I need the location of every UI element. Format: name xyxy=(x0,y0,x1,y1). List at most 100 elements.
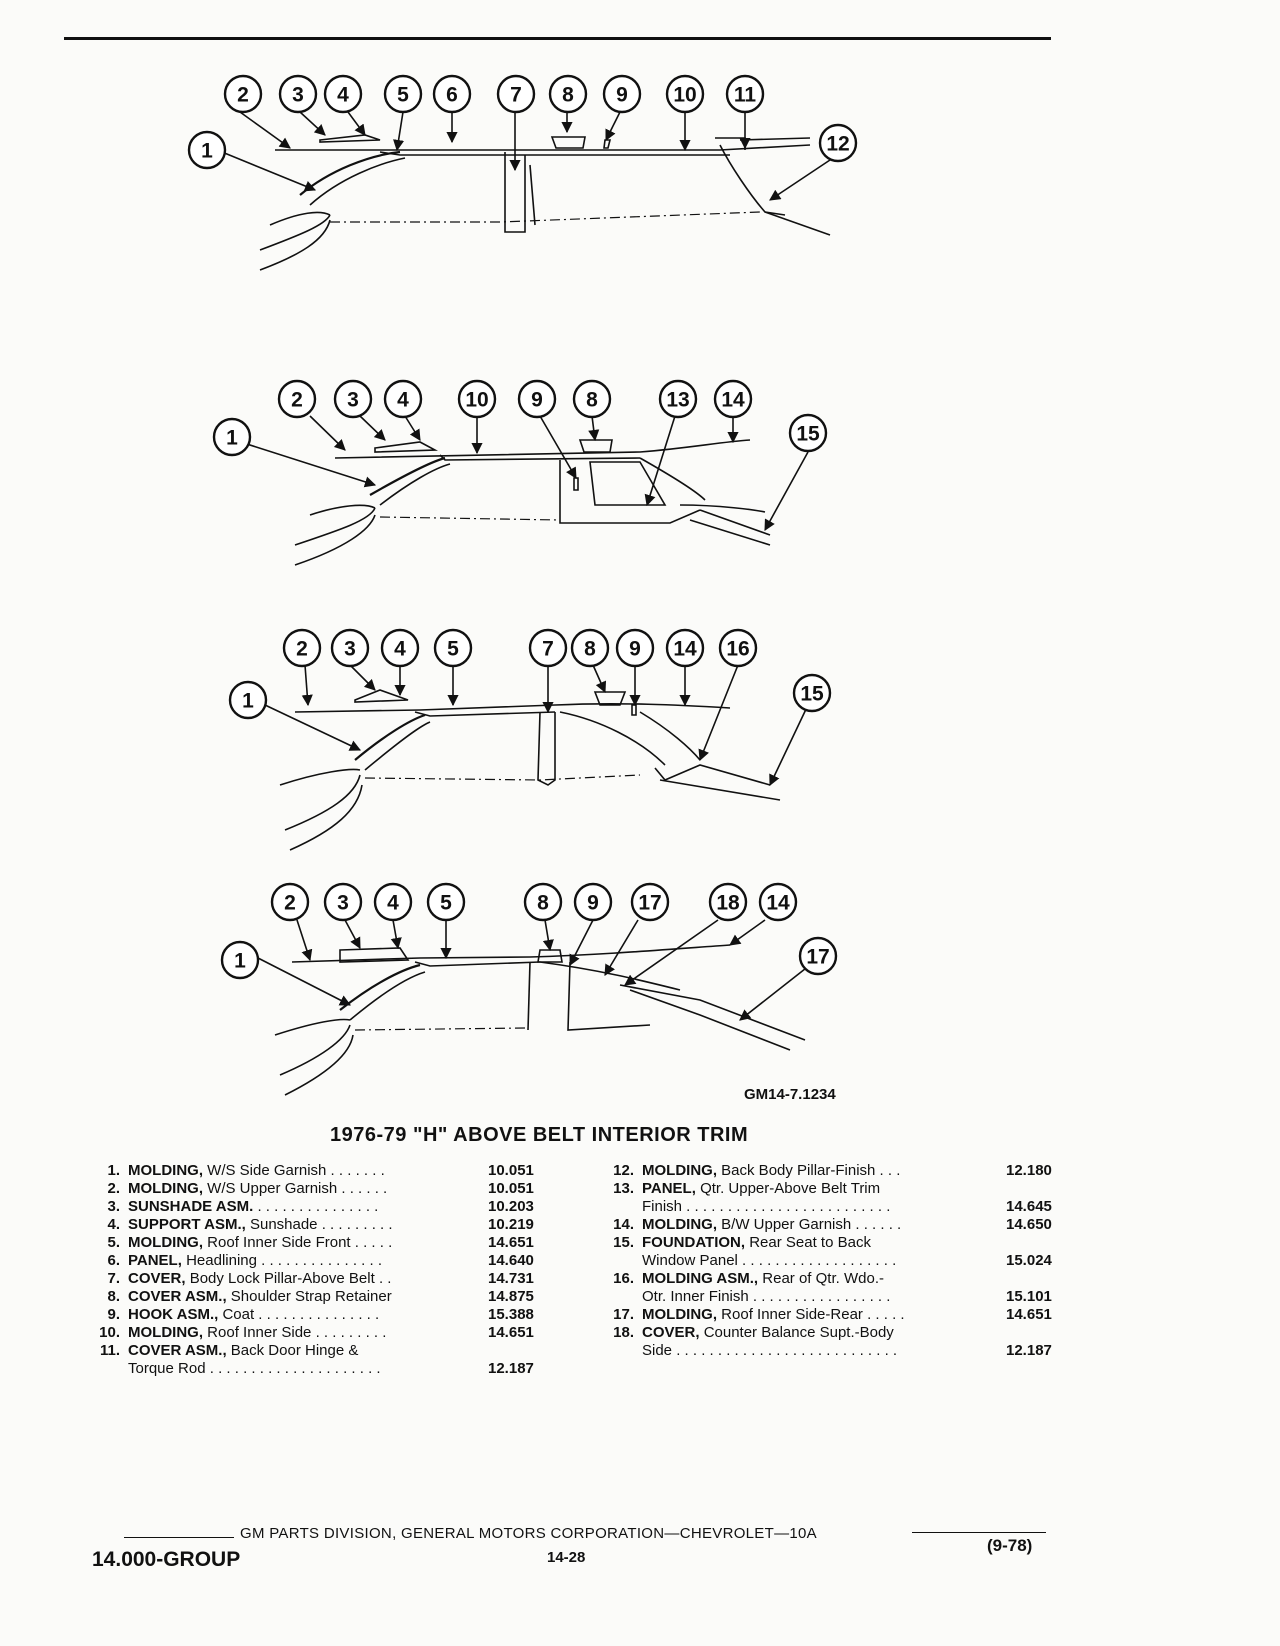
legend-leader-dots: . . . . . . . . . . . . . . . . . xyxy=(748,1288,891,1305)
legend-part-name: HOOK ASM., xyxy=(128,1306,219,1323)
callout-badge: 4 xyxy=(373,882,413,922)
legend-description: Otr. Inner Finish . . . . . . . . . . . … xyxy=(642,1288,890,1306)
legend-leader-dots: . . . . . . . . . . . . . . . . . . . . … xyxy=(682,1198,891,1215)
legend-number: 6. xyxy=(107,1252,120,1269)
callout-badge: 5 xyxy=(426,882,466,922)
legend-description: PANEL, Qtr. Upper-Above Belt Trim xyxy=(642,1180,880,1198)
svg-text:16: 16 xyxy=(726,638,749,661)
callout-badge: 1 xyxy=(187,130,227,170)
legend-row: Finish . . . . . . . . . . . . . . . . .… xyxy=(598,1198,1078,1216)
legend-part-name: COVER ASM., xyxy=(128,1288,227,1305)
callout-badge: 14 xyxy=(758,882,798,922)
view-4-body xyxy=(274,944,806,1096)
legend-description: HOOK ASM., Coat . . . . . . . . . . . . … xyxy=(128,1306,379,1324)
callout-badge: 5 xyxy=(433,628,473,668)
legend-part-name: SUNSHADE ASM. xyxy=(128,1198,254,1215)
svg-text:9: 9 xyxy=(587,892,599,915)
callout-badge: 15 xyxy=(788,413,828,453)
legend-group-number: 14.731 xyxy=(488,1270,534,1287)
legend-group-number: 10.203 xyxy=(488,1198,534,1215)
legend-detail: Finish xyxy=(642,1198,683,1215)
legend-description: COVER, Body Lock Pillar-Above Belt . . xyxy=(128,1270,391,1288)
legend-part-name: PANEL, xyxy=(128,1252,182,1269)
callout-badge: 10 xyxy=(457,379,497,419)
legend-part-name: SUPPORT ASM., xyxy=(128,1216,246,1233)
view-2-body xyxy=(294,439,771,566)
legend-description: MOLDING, Roof Inner Side Front . . . . . xyxy=(128,1234,392,1252)
legend-description: MOLDING, B/W Upper Garnish . . . . . . xyxy=(642,1216,901,1234)
svg-text:4: 4 xyxy=(397,389,409,412)
legend-detail: B/W Upper Garnish xyxy=(721,1216,852,1233)
legend-detail: W/S Side Garnish xyxy=(207,1162,327,1179)
legend-number: 18. xyxy=(613,1324,634,1341)
svg-text:6: 6 xyxy=(446,84,458,107)
legend-number: 17. xyxy=(613,1306,634,1323)
callout-badge: 14 xyxy=(713,379,753,419)
legend-detail: Torque Rod xyxy=(128,1360,206,1377)
legend-detail: Rear of Qtr. Wdo.- xyxy=(762,1270,884,1287)
callout-badge: 7 xyxy=(496,74,536,114)
callout-badge: 16 xyxy=(718,628,758,668)
svg-text:2: 2 xyxy=(237,84,249,107)
svg-text:4: 4 xyxy=(337,84,349,107)
legend-detail: Roof Inner Side-Rear xyxy=(721,1306,863,1323)
svg-text:1: 1 xyxy=(234,950,246,973)
page-number: 14-28 xyxy=(547,1549,586,1566)
legend-row: 2.MOLDING, W/S Upper Garnish . . . . . .… xyxy=(84,1180,554,1198)
svg-text:3: 3 xyxy=(337,892,349,915)
footer-division: GM PARTS DIVISION, GENERAL MOTORS CORPOR… xyxy=(240,1525,817,1542)
footer-rule-right xyxy=(912,1532,1046,1533)
legend-part-name: MOLDING, xyxy=(128,1234,203,1251)
legend-part-name: COVER ASM., xyxy=(128,1342,227,1359)
legend-group-number: 12.187 xyxy=(1006,1342,1052,1359)
callout-badge: 8 xyxy=(570,628,610,668)
svg-text:3: 3 xyxy=(344,638,356,661)
svg-text:14: 14 xyxy=(766,892,790,915)
svg-text:10: 10 xyxy=(465,389,488,412)
legend-leader-dots: . . . . . . . . . . . . . . . . . . . xyxy=(737,1252,897,1269)
legend-part-name: MOLDING ASM., xyxy=(642,1270,759,1287)
view-4-leaders xyxy=(257,919,811,1021)
callout-badge: 17 xyxy=(630,882,670,922)
svg-text:14: 14 xyxy=(673,638,697,661)
parts-legend-right: 12.MOLDING, Back Body Pillar-Finish . . … xyxy=(598,1162,1078,1360)
svg-text:8: 8 xyxy=(562,84,574,107)
legend-leader-dots: . . . . . . xyxy=(851,1216,902,1233)
callout-badge: 3 xyxy=(278,74,318,114)
legend-row: Torque Rod . . . . . . . . . . . . . . .… xyxy=(84,1360,554,1378)
svg-text:9: 9 xyxy=(616,84,628,107)
legend-group-number: 14.651 xyxy=(488,1324,534,1341)
callout-badge: 6 xyxy=(432,74,472,114)
legend-row: 11.COVER ASM., Back Door Hinge & xyxy=(84,1342,554,1360)
legend-number: 3. xyxy=(107,1198,120,1215)
callout-badge: 4 xyxy=(383,379,423,419)
callout-badge: 11 xyxy=(725,74,765,114)
legend-description: SUPPORT ASM., Sunshade . . . . . . . . . xyxy=(128,1216,393,1234)
svg-text:15: 15 xyxy=(796,423,820,446)
legend-part-name: MOLDING, xyxy=(128,1180,203,1197)
group-number: 14.000-GROUP xyxy=(92,1548,241,1571)
svg-text:11: 11 xyxy=(734,84,757,107)
svg-text:15: 15 xyxy=(800,683,824,706)
svg-text:7: 7 xyxy=(510,84,522,107)
legend-number: 1. xyxy=(107,1162,120,1179)
legend-group-number: 12.187 xyxy=(488,1360,534,1377)
legend-detail: Coat xyxy=(222,1306,255,1323)
legend-detail: Qtr. Upper-Above Belt Trim xyxy=(700,1180,881,1197)
legend-description: PANEL, Headlining . . . . . . . . . . . … xyxy=(128,1252,382,1270)
callout-badge: 1 xyxy=(212,417,252,457)
svg-text:3: 3 xyxy=(292,84,304,107)
callout-badge: 9 xyxy=(602,74,642,114)
svg-text:17: 17 xyxy=(806,946,829,969)
legend-leader-dots: . . . . . xyxy=(350,1234,393,1251)
view-1-body xyxy=(259,134,831,271)
legend-description: MOLDING, Roof Inner Side-Rear . . . . . xyxy=(642,1306,905,1324)
legend-number: 15. xyxy=(613,1234,634,1251)
legend-detail: Roof Inner Side xyxy=(207,1324,312,1341)
legend-description: MOLDING, W/S Side Garnish . . . . . . . xyxy=(128,1162,385,1180)
view-1-leaders xyxy=(221,111,831,201)
legend-group-number: 15.101 xyxy=(1006,1288,1052,1305)
callout-badge: 18 xyxy=(708,882,748,922)
legend-part-name: MOLDING, xyxy=(642,1306,717,1323)
